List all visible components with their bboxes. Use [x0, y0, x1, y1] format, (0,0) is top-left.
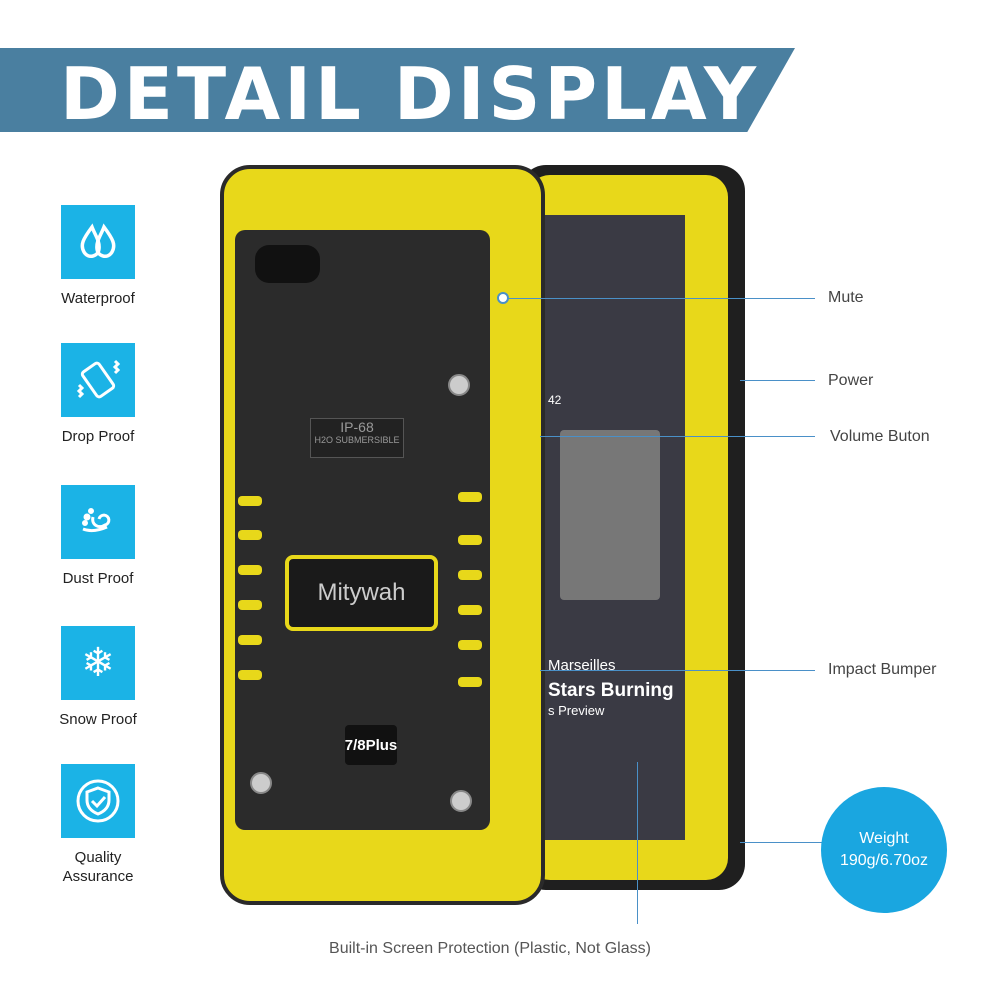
callout-power: Power	[828, 372, 874, 389]
feature-label: Quality Assurance	[62, 849, 134, 885]
model-badge: 7/8Plus	[345, 725, 397, 765]
title-banner	[0, 48, 795, 132]
screen-artist: Marseilles	[548, 657, 616, 674]
feature-drop-proof: Drop Proof	[40, 343, 156, 446]
feature-waterproof: Waterproof	[40, 205, 156, 308]
album-art	[560, 430, 660, 600]
screen-time: 42	[548, 393, 562, 407]
callout-mute: Mute	[828, 289, 864, 306]
shield-check-icon	[61, 764, 135, 838]
page-title: DETAIL DISPLAY	[60, 52, 760, 136]
feature-label: Snow Proof	[59, 711, 137, 728]
screw-icon	[250, 772, 272, 794]
feature-label: Waterproof	[61, 290, 135, 307]
screw-icon	[448, 374, 470, 396]
screen-sub: s Preview	[548, 703, 605, 718]
feature-quality: Quality Assurance	[40, 764, 156, 886]
screw-icon	[450, 790, 472, 812]
feature-label: Drop Proof	[61, 428, 135, 445]
water-drops-icon	[61, 205, 135, 279]
screen-song: Stars Burning	[548, 680, 674, 701]
snowflake-icon: ❄	[61, 626, 135, 700]
screen-protection-caption: Built-in Screen Protection (Plastic, Not…	[329, 940, 651, 957]
phone-shake-icon	[61, 343, 135, 417]
feature-snow-proof: ❄ Snow Proof	[40, 626, 156, 729]
brand-logo: Mitywah	[285, 555, 438, 631]
dust-icon	[61, 485, 135, 559]
callout-volume: Volume Buton	[830, 428, 930, 445]
callout-bumper: Impact Bumper	[828, 661, 937, 678]
feature-dust-proof: Dust Proof	[40, 485, 156, 588]
feature-label: Dust Proof	[62, 570, 134, 587]
camera-icon	[255, 245, 320, 283]
